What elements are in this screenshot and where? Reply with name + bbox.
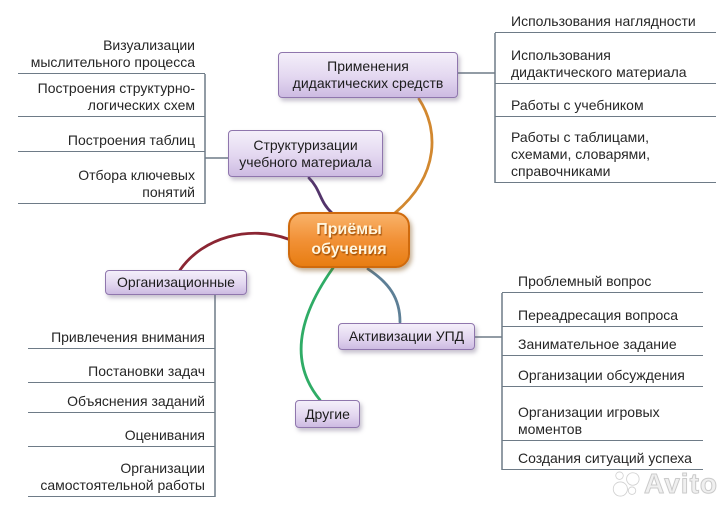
branch-box-activation-upd: Активизации УПД bbox=[338, 323, 475, 350]
connector-lines bbox=[204, 33, 503, 497]
curve-other bbox=[299, 266, 335, 402]
curve-organizational bbox=[178, 231, 290, 272]
central-node: Приёмы обучения bbox=[288, 212, 410, 268]
leaf-item: Визуализации мыслительного процесса bbox=[18, 35, 205, 74]
leaf-item: Работы с учебником bbox=[495, 95, 716, 117]
leaf-item: Создания ситуаций успеха bbox=[502, 448, 703, 470]
leaf-item: Постановки задач bbox=[28, 361, 215, 383]
leaf-item: Организации игровых моментов bbox=[502, 402, 703, 441]
leaf-item: Построения таблиц bbox=[18, 130, 205, 152]
leaf-item: Организации обсуждения bbox=[502, 365, 703, 387]
leaf-item: Работы с таблицами, схемами, словарями, … bbox=[495, 127, 716, 183]
branch-box-other: Другие bbox=[295, 400, 360, 428]
curve-activation bbox=[366, 267, 402, 324]
curve-structuring bbox=[307, 176, 334, 215]
curve-didactic bbox=[393, 97, 434, 215]
leaf-item: Переадресация вопроса bbox=[502, 305, 703, 327]
leaf-item: Использования дидактического материала bbox=[495, 45, 716, 84]
leaf-item: Использования наглядности bbox=[495, 11, 716, 33]
leaf-item: Оценивания bbox=[28, 425, 215, 447]
leaf-item: Организации самостоятельной работы bbox=[28, 458, 215, 497]
branch-box-structuring: Структуризации учебного материала bbox=[228, 130, 383, 177]
leaf-item: Проблемный вопрос bbox=[502, 271, 703, 293]
branch-box-didactic-means: Применения дидактических средств bbox=[278, 52, 458, 98]
leaf-item: Объяснения заданий bbox=[28, 391, 215, 413]
leaf-item: Отбора ключевых понятий bbox=[18, 165, 205, 204]
leaf-item: Построения структурно- логических схем bbox=[18, 78, 205, 117]
leaf-item: Занимательное задание bbox=[502, 334, 703, 356]
branch-box-organizational: Организационные bbox=[105, 270, 247, 295]
leaf-item: Привлечения внимания bbox=[28, 327, 215, 349]
